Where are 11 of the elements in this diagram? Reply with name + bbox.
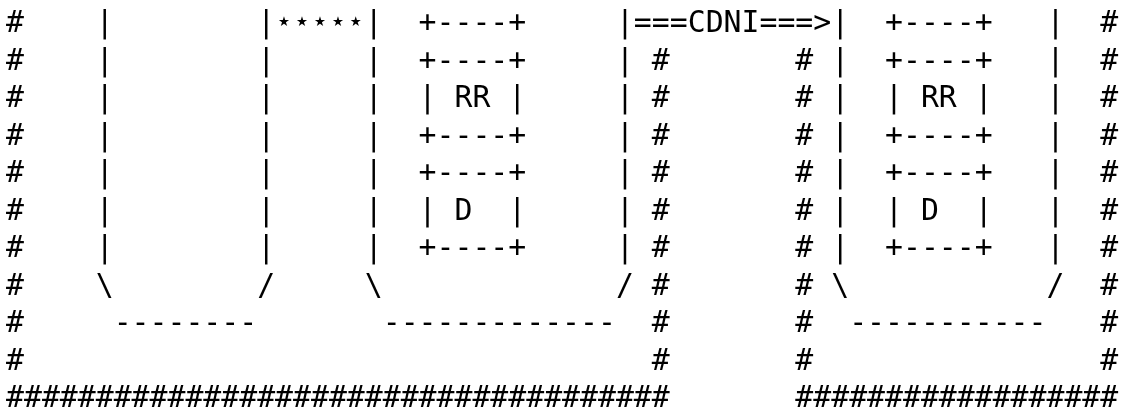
ascii-art-line: # | | | +----+ | # # | +----+ | # <box>6 40 1119 78</box>
ascii-art-line: # | | | | D | | # # | | D | | # <box>6 190 1119 228</box>
ascii-art-line: # | | | | RR | | # # | | RR | | # <box>6 78 1119 116</box>
ascii-art-line: # | | | +----+ | # # | +----+ | # <box>6 115 1119 153</box>
ascii-art-line: # | |⋆⋆⋆⋆⋆| +----+ |===CDNI===>| +----+ | # <box>6 3 1119 41</box>
ascii-art-line: # # # # <box>6 340 1119 378</box>
ascii-art-line: # | | | +----+ | # # | +----+ | # <box>6 153 1119 191</box>
ascii-art-line: # -------- ------------- # # ----------- # <box>6 303 1119 341</box>
ascii-art-line: # \ / \ / # # \ / # <box>6 265 1119 303</box>
ascii-art-line: # | | | +----+ | # # | +----+ | # <box>6 228 1119 266</box>
ascii-art-line: ##################################### ################## <box>6 378 1119 413</box>
